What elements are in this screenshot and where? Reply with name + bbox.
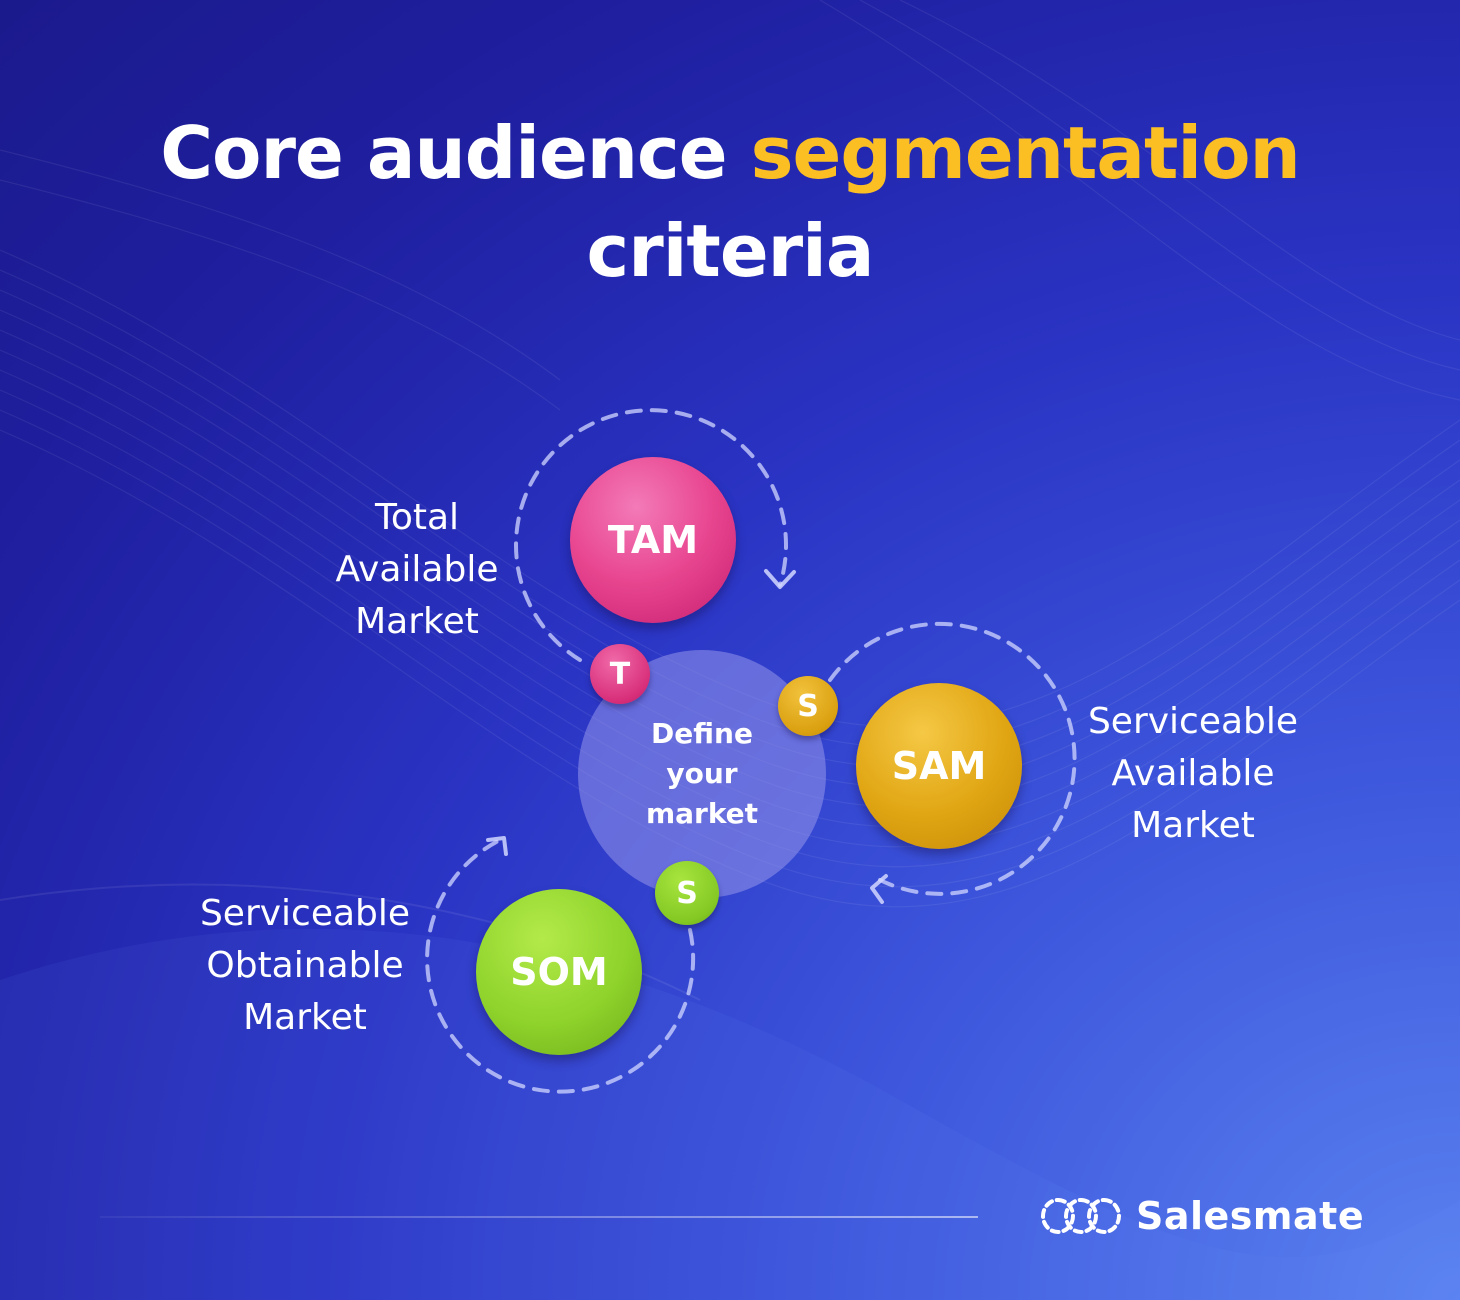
- center-line2: your: [666, 757, 738, 790]
- page-title: Core audience segmentation criteria: [0, 104, 1460, 300]
- title-part1: Core audience: [160, 111, 751, 195]
- salesmate-logo-icon: [1041, 1198, 1121, 1234]
- tam-arc: [514, 408, 788, 662]
- brand-name: Salesmate: [1136, 1194, 1365, 1238]
- center-line1: Define: [651, 717, 753, 750]
- som-circle: SOM: [476, 889, 642, 1055]
- tam-badge-letter: T: [609, 656, 631, 692]
- tam-badge: T: [590, 644, 650, 704]
- som-label-line1: Serviceable: [199, 893, 411, 934]
- tam-label-line1: Total: [374, 497, 460, 538]
- brand: Salesmate: [1040, 1188, 1364, 1244]
- sam-badge: S: [778, 676, 838, 736]
- tam-label-line3: Market: [355, 601, 479, 642]
- tam-label: Total Available Market: [317, 492, 517, 648]
- som-abbr: SOM: [510, 950, 608, 994]
- sam-label-line2: Available: [1111, 753, 1275, 794]
- sam-label-line3: Market: [1131, 805, 1255, 846]
- tam-arrowhead-icon: [764, 569, 796, 589]
- title-accent: segmentation: [750, 111, 1301, 195]
- som-label-line3: Market: [243, 997, 367, 1038]
- sam-circle: SAM: [856, 683, 1022, 849]
- sam-abbr: SAM: [891, 744, 987, 788]
- title-part2: criteria: [586, 209, 875, 293]
- footer-divider: [100, 1216, 978, 1218]
- som-badge-letter: S: [676, 875, 698, 911]
- sam-arc: [828, 621, 1077, 896]
- sam-label: Serviceable Available Market: [1073, 696, 1313, 852]
- sam-label-line1: Serviceable: [1087, 701, 1299, 742]
- sam-arrowhead-icon: [870, 874, 888, 904]
- sam-badge-letter: S: [797, 688, 819, 724]
- som-badge: S: [655, 861, 719, 925]
- som-arc: [425, 838, 696, 1094]
- som-label-line2: Obtainable: [206, 945, 404, 986]
- tam-abbr: TAM: [607, 518, 699, 562]
- som-arrowhead-icon: [486, 836, 508, 856]
- som-label: Serviceable Obtainable Market: [190, 888, 420, 1044]
- tam-label-line2: Available: [335, 549, 499, 590]
- center-line3: market: [645, 797, 759, 830]
- tam-circle: TAM: [570, 457, 736, 623]
